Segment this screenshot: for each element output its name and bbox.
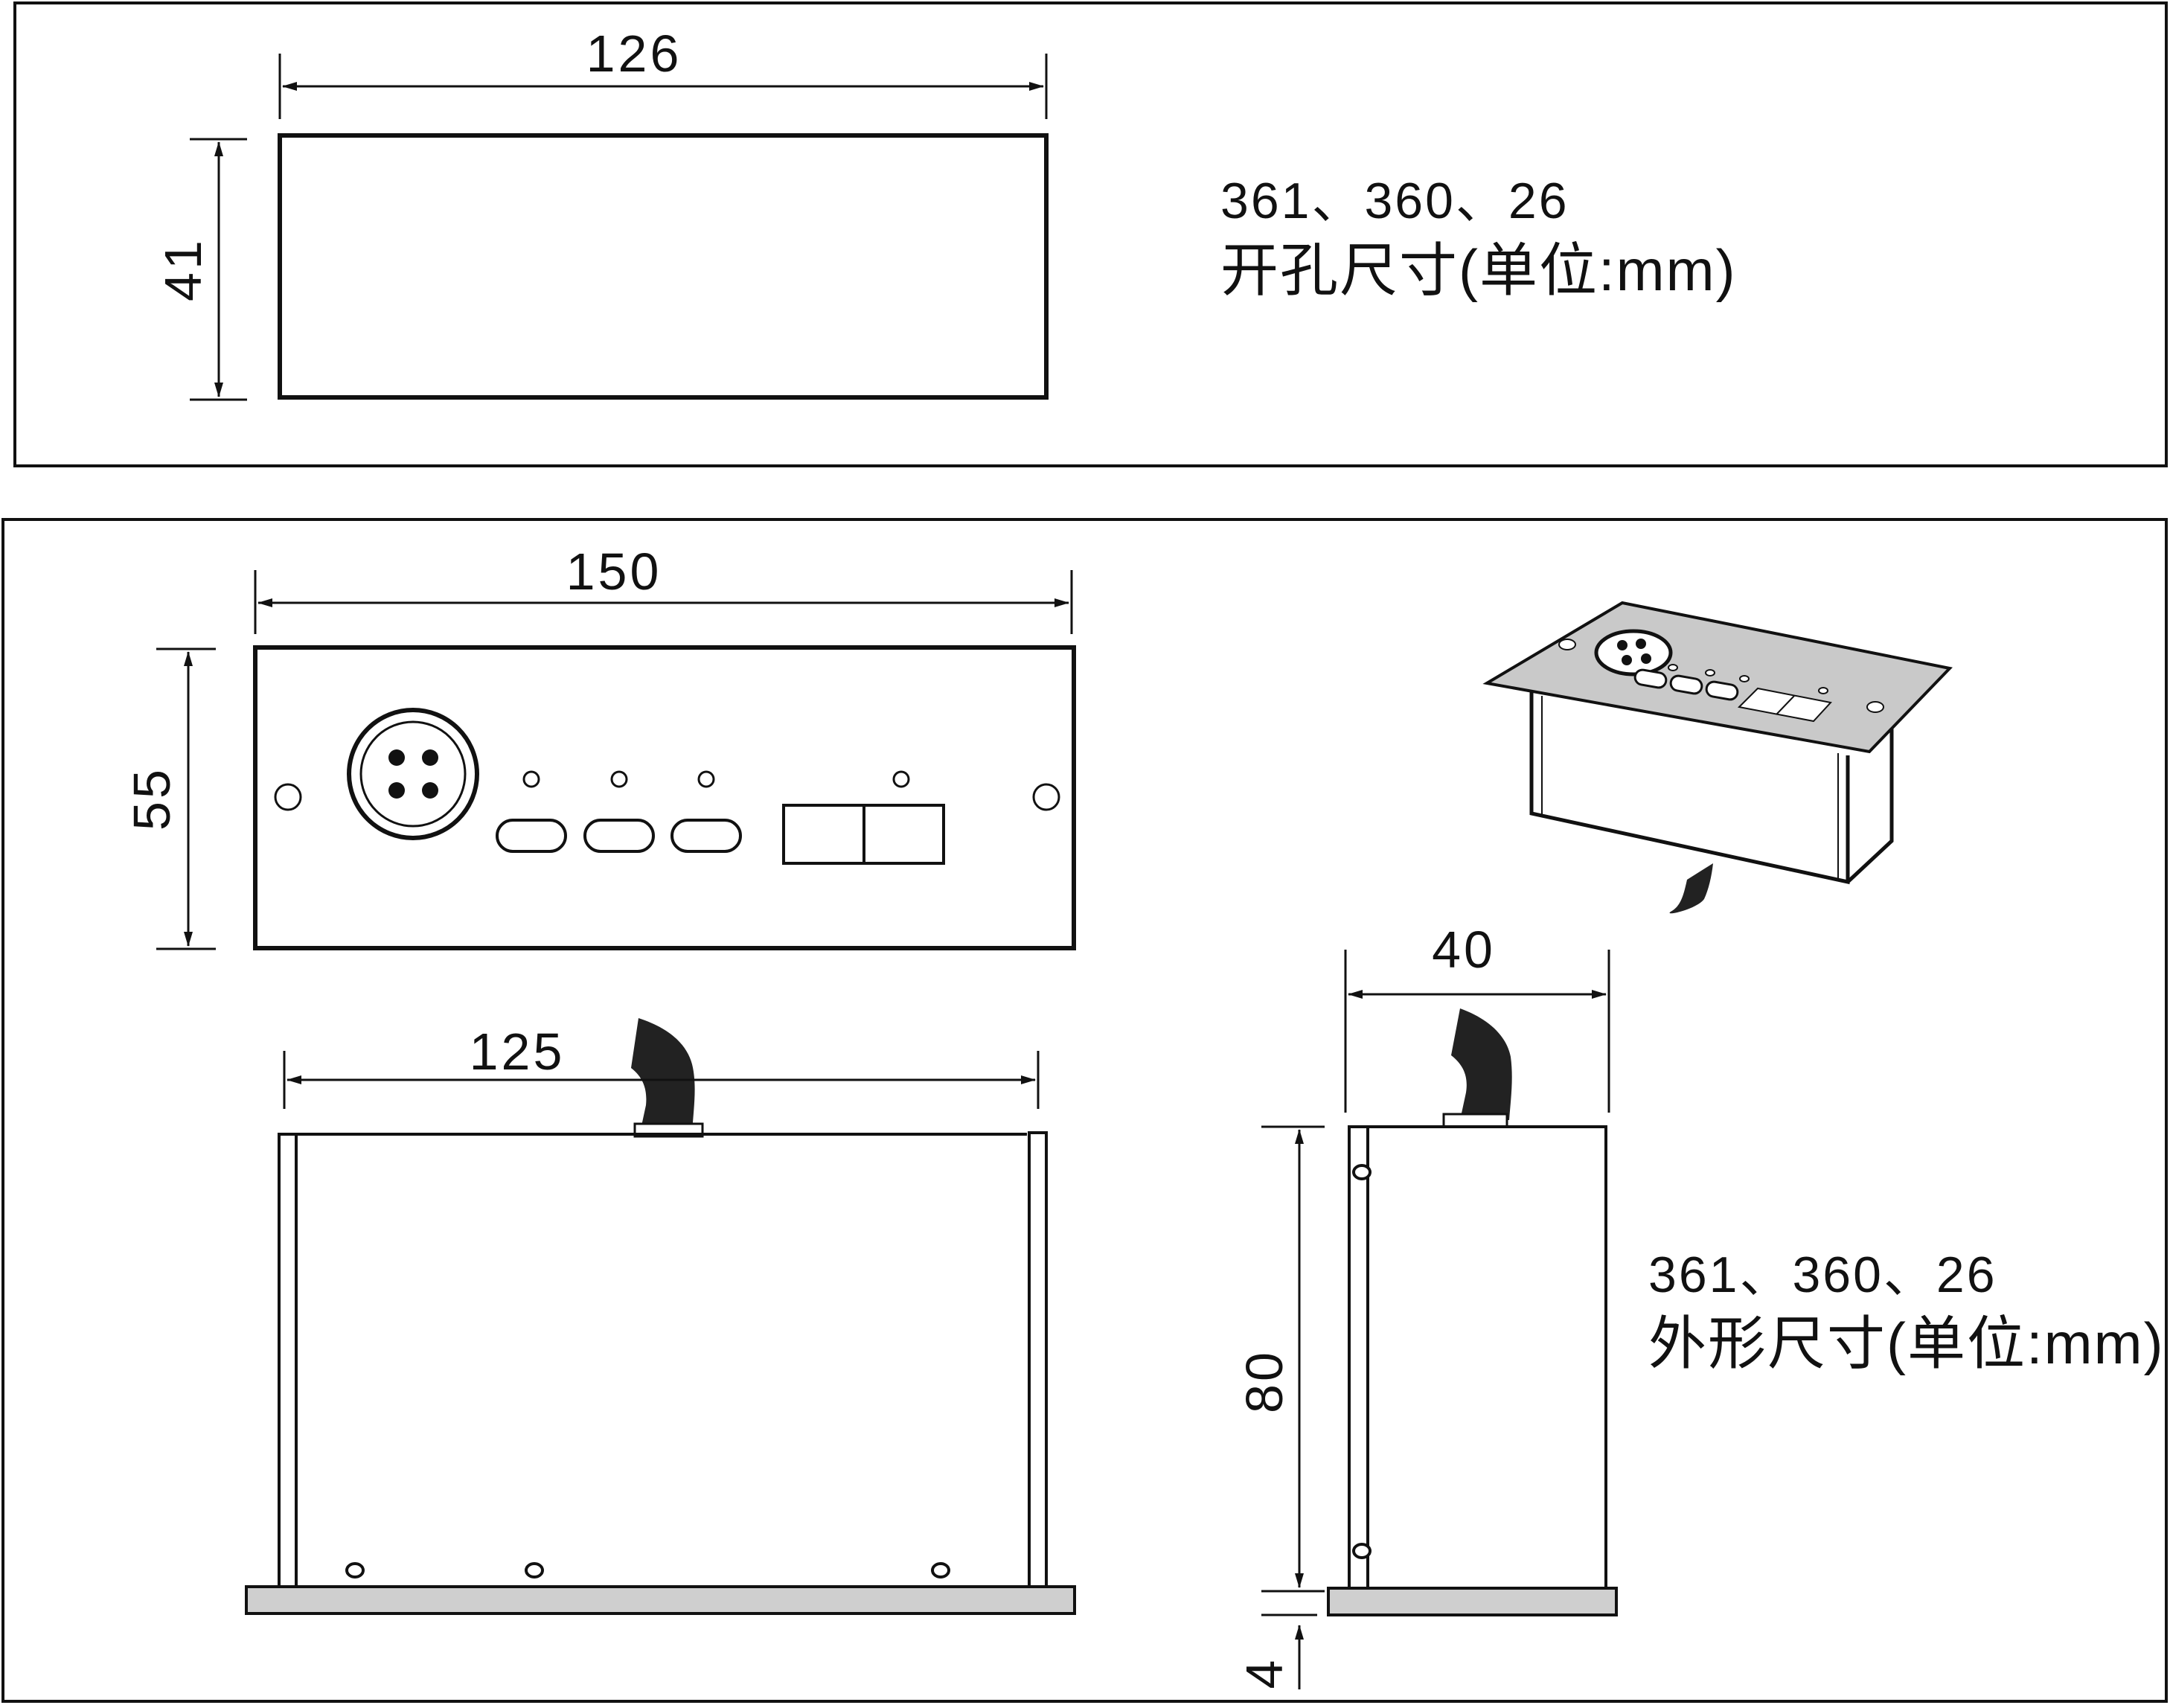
mounting-hole-icon (1352, 1164, 1372, 1180)
base-thickness-dimension: 4 (1235, 1613, 1317, 1689)
indicator-led-icon (892, 770, 910, 788)
body-width-dimension: 125 (283, 1023, 1040, 1109)
indicator-led-icon (1739, 675, 1750, 682)
end-view-flange (1348, 1125, 1369, 1590)
mounting-hole-icon (1032, 783, 1060, 811)
cutout-width-dimension: 126 (278, 25, 1048, 119)
indicator-led-icon (1705, 669, 1715, 677)
body-side-flange-right (1028, 1131, 1048, 1588)
xlr-4pin-connector-icon (347, 708, 479, 840)
cutout-height-label: 41 (154, 237, 212, 301)
cutout-caption: 开孔尺寸(单位:mm) (1220, 237, 1737, 303)
push-button-icon (1669, 674, 1703, 695)
cutout-models: 361、360、26 (1220, 173, 1569, 229)
cutout-panel: 126 41 361、360、26 开孔尺寸(单位:mm) (13, 1, 2168, 467)
indicator-led-icon (697, 770, 715, 788)
cable-icon (1451, 1008, 1512, 1120)
mounting-hole-icon (1558, 639, 1576, 650)
push-button-icon (496, 819, 567, 853)
mounting-hole-icon (525, 1562, 544, 1579)
body-width-label: 125 (470, 1023, 566, 1081)
faceplate-outline (253, 645, 1076, 950)
push-button-icon (1633, 668, 1668, 689)
body-side-flange-left (278, 1133, 298, 1588)
push-button-icon (1705, 680, 1739, 701)
side-depth-label: 40 (1432, 921, 1496, 979)
cutout-width-label: 126 (586, 25, 682, 83)
xlr-4pin-connector-icon (1594, 629, 1673, 677)
push-button-icon (670, 819, 742, 853)
side-height-dimension: 80 (1235, 1125, 1325, 1593)
indicator-led-icon (1668, 664, 1678, 671)
mounting-hole-icon (345, 1562, 365, 1579)
body-side-view (245, 1018, 1076, 1615)
side-depth-dimension: 40 (1344, 921, 1610, 1113)
outline-frame (1, 518, 2168, 1703)
cutout-frame (13, 1, 2168, 467)
mounting-hole-icon (274, 783, 302, 811)
end-view-base-plate (1327, 1587, 1618, 1616)
indicator-led-icon (610, 770, 628, 788)
cable-gland (1442, 1113, 1508, 1128)
front-height-dimension: 55 (123, 647, 216, 950)
outline-caption: 外形尺寸(单位:mm) (1648, 1311, 2165, 1376)
side-height-label: 80 (1235, 1349, 1293, 1413)
push-button-icon (583, 819, 655, 853)
front-height-label: 55 (123, 767, 181, 831)
outline-panel: 150 55 (1, 518, 2168, 1703)
indicator-led-icon (1818, 687, 1828, 694)
base-thickness-label: 4 (1235, 1657, 1293, 1689)
cable-icon (1669, 863, 1713, 914)
outline-models: 361、360、26 (1648, 1247, 1997, 1303)
cutout-height-dimension: 41 (154, 138, 247, 401)
isometric-view (1482, 601, 1953, 914)
mounting-hole-icon (931, 1562, 950, 1579)
end-view-body (1366, 1125, 1607, 1590)
rj45-port-icon (1737, 687, 1832, 723)
front-width-dimension: 150 (254, 543, 1073, 634)
body-end-view (1327, 1008, 1618, 1616)
body-base-plate (245, 1585, 1076, 1615)
cable-icon (631, 1018, 695, 1133)
isometric-faceplate (1482, 601, 1953, 754)
cutout-rectangle (278, 133, 1049, 400)
mounting-hole-icon (1866, 701, 1884, 713)
indicator-led-icon (522, 770, 540, 788)
mounting-hole-icon (1352, 1543, 1372, 1559)
front-width-label: 150 (566, 543, 662, 601)
faceplate-front-view (253, 645, 1076, 950)
rj45-port-icon (782, 804, 945, 865)
